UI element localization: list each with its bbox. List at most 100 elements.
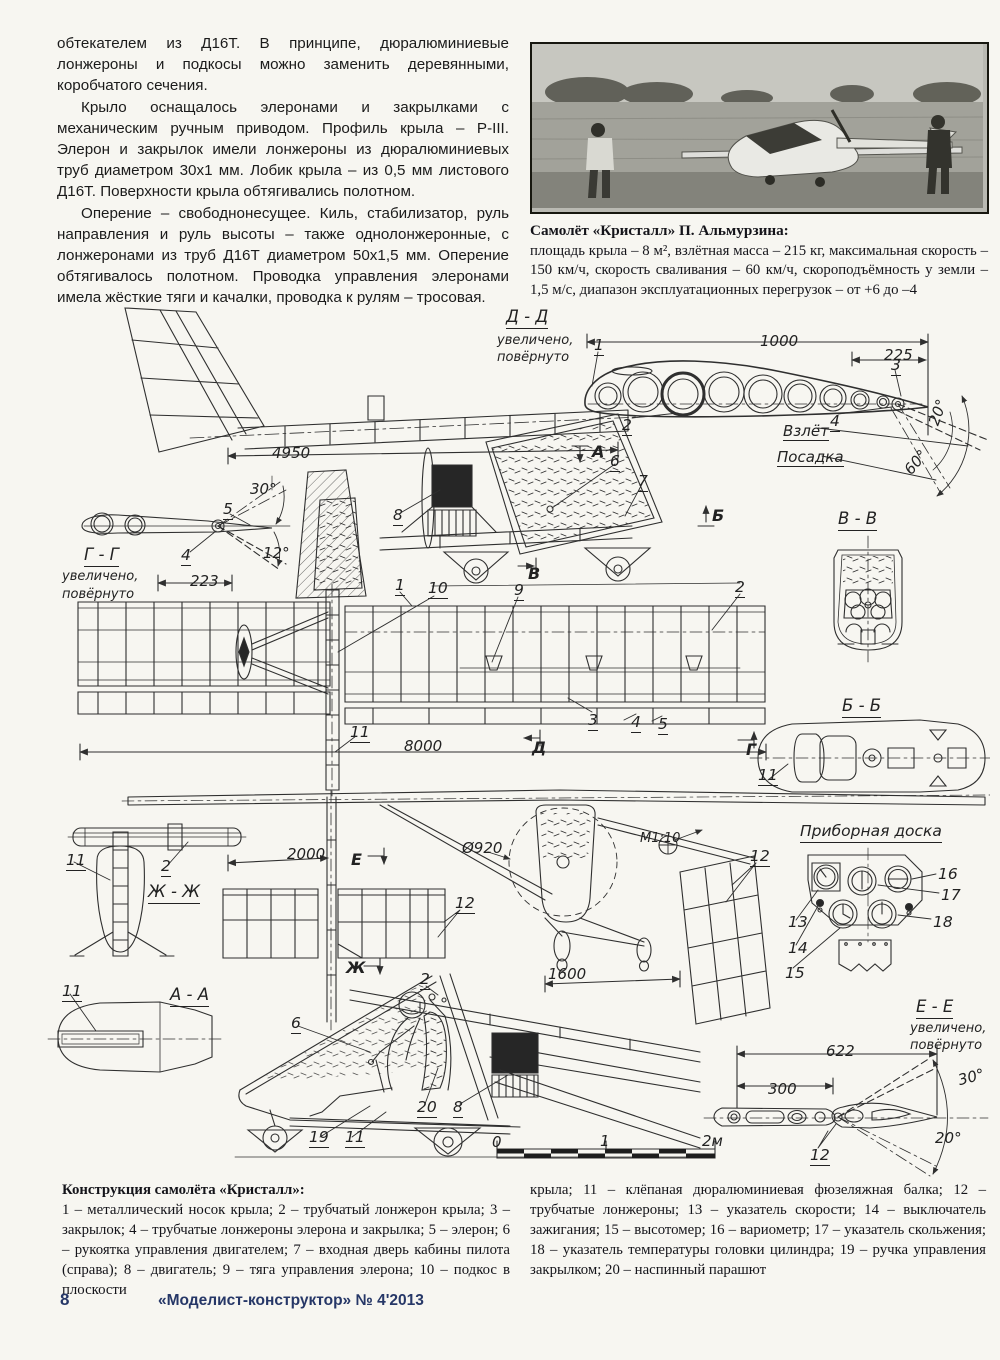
- callout-5: 5: [658, 715, 668, 735]
- note-enlarged: увеличено,: [62, 569, 139, 584]
- section-label-vv: В - В: [838, 510, 878, 531]
- marker-B: Б: [712, 506, 725, 525]
- section-vv-fuselage: [834, 536, 902, 662]
- legend-items-11-20: крыла; 11 – клёпаная дюралюминиевая фюзе…: [530, 1182, 986, 1278]
- airplane-photo: [530, 42, 989, 214]
- callout-10: 10: [428, 579, 448, 599]
- footer-magazine-title: «Моделист-конструктор» № 4'2013: [158, 1292, 424, 1309]
- label-scale-m110: М1:10: [640, 831, 681, 846]
- callout-9: 9: [514, 581, 524, 601]
- callout-11: 11: [66, 851, 86, 871]
- callout-20: 20: [417, 1098, 437, 1118]
- section-label-ee: Е - Е: [916, 998, 954, 1019]
- callout-13: 13: [788, 913, 808, 931]
- marker-V: В: [528, 564, 541, 583]
- photo-caption-specs: площадь крыла – 8 м², взлётная масса – 2…: [530, 242, 988, 298]
- dim-300: 300: [768, 1080, 797, 1098]
- callout-2: 2: [622, 416, 632, 436]
- paragraph: Оперение – свободнонесущее. Киль, стабил…: [57, 204, 509, 307]
- note-enlarged: увеличено,: [497, 333, 574, 348]
- callout-11: 11: [62, 982, 82, 1002]
- technical-drawing: [40, 300, 990, 1180]
- callout-11: 11: [350, 723, 370, 743]
- photo-caption: Самолёт «Кристалл» П. Альмурзина: площад…: [530, 221, 988, 300]
- callout-17: 17: [941, 886, 961, 904]
- angle-20-ee: 20°: [935, 1129, 962, 1147]
- dim-225: 225: [884, 346, 913, 364]
- callout-15: 15: [785, 964, 805, 982]
- callout-18: 18: [933, 913, 953, 931]
- person-left: [586, 123, 614, 198]
- callout-11: 11: [758, 766, 778, 786]
- callout-6: 6: [291, 1014, 301, 1034]
- note-enlarged: увеличено,: [910, 1021, 987, 1036]
- scalebar-2m: 2м: [702, 1132, 723, 1150]
- note-rotated: повёрнуто: [497, 350, 570, 365]
- legend-right-column: крыла; 11 – клёпаная дюралюминиевая фюзе…: [530, 1180, 986, 1280]
- section-ee-stab: [704, 1046, 988, 1176]
- section-label-zhzh: Ж - Ж: [148, 883, 200, 904]
- legend-items-1-10: 1 – металлический носок крыла; 2 – трубч…: [62, 1202, 510, 1298]
- callout-12: 12: [810, 1146, 830, 1166]
- dim-1000: 1000: [760, 332, 799, 350]
- side-view: [125, 308, 740, 598]
- section-aa-beam: [48, 994, 222, 1072]
- callout-3: 3: [891, 356, 901, 376]
- angle-30-elevator: 30°: [250, 480, 277, 498]
- callout-16: 16: [938, 865, 958, 883]
- callout-19: 19: [309, 1128, 329, 1148]
- scalebar-0: 0: [492, 1133, 502, 1151]
- label-takeoff: Взлёт: [783, 422, 829, 441]
- section-label-panel: Приборная доска: [800, 823, 942, 843]
- scalebar-1: 1: [600, 1132, 610, 1150]
- marker-D: Д: [532, 738, 547, 757]
- dim-2000: 2000: [287, 845, 326, 863]
- dim-8000: 8000: [404, 737, 443, 755]
- callout-8: 8: [453, 1098, 463, 1118]
- callout-7: 7: [638, 472, 648, 492]
- callout-1: 1: [395, 576, 405, 596]
- callout-14: 14: [788, 939, 808, 957]
- page-number: 8: [60, 1290, 70, 1309]
- dim-622: 622: [826, 1042, 855, 1060]
- callout-2: 2: [735, 578, 745, 598]
- article-text: обтекателем из Д16Т. В принципе, дюралюм…: [57, 33, 509, 309]
- dim-4950: 4950: [272, 444, 311, 462]
- callout-1: 1: [594, 336, 604, 356]
- instrument-panel: [793, 848, 939, 971]
- label-landing: Посадка: [777, 448, 844, 467]
- section-zhzh-fin: [68, 824, 246, 956]
- section-bb-pod: [750, 720, 990, 792]
- section-label-dd: Д - Д: [506, 308, 549, 329]
- note-rotated: повёрнуто: [62, 587, 135, 602]
- section-gg-tailplane: [82, 476, 290, 591]
- callout-2: 2: [420, 970, 430, 990]
- callout-3: 3: [588, 711, 598, 731]
- marker-G: Г: [746, 740, 757, 759]
- legend-left-column: Конструкция самолёта «Кристалл»: 1 – мет…: [62, 1180, 510, 1300]
- dim-223: 223: [190, 572, 219, 590]
- callout-12: 12: [750, 847, 770, 867]
- cockpit-detail: [235, 974, 705, 1157]
- callout-11: 11: [345, 1128, 365, 1148]
- scale-bar: [497, 1141, 715, 1158]
- callout-6: 6: [610, 452, 620, 472]
- callout-12: 12: [455, 894, 475, 914]
- callout-8: 8: [393, 506, 403, 526]
- section-label-aa: А - А: [170, 986, 210, 1007]
- plan-view: [78, 584, 767, 796]
- paragraph: обтекателем из Д16Т. В принципе, дюралюм…: [57, 35, 509, 95]
- marker-E: Е: [351, 850, 362, 869]
- note-rotated: повёрнуто: [910, 1038, 983, 1053]
- paragraph: Крыло оснащалось элеронами и закрылками …: [57, 98, 509, 201]
- dim-920: Ø920: [462, 839, 503, 857]
- section-label-gg: Г - Г: [84, 546, 119, 567]
- dim-1600: 1600: [548, 965, 587, 983]
- front-view: [122, 790, 990, 1030]
- marker-ZH: Ж: [346, 958, 366, 977]
- callout-2: 2: [161, 857, 171, 877]
- marker-A: А: [592, 442, 605, 461]
- callout-4: 4: [830, 412, 840, 432]
- photo-artwork: [531, 44, 984, 208]
